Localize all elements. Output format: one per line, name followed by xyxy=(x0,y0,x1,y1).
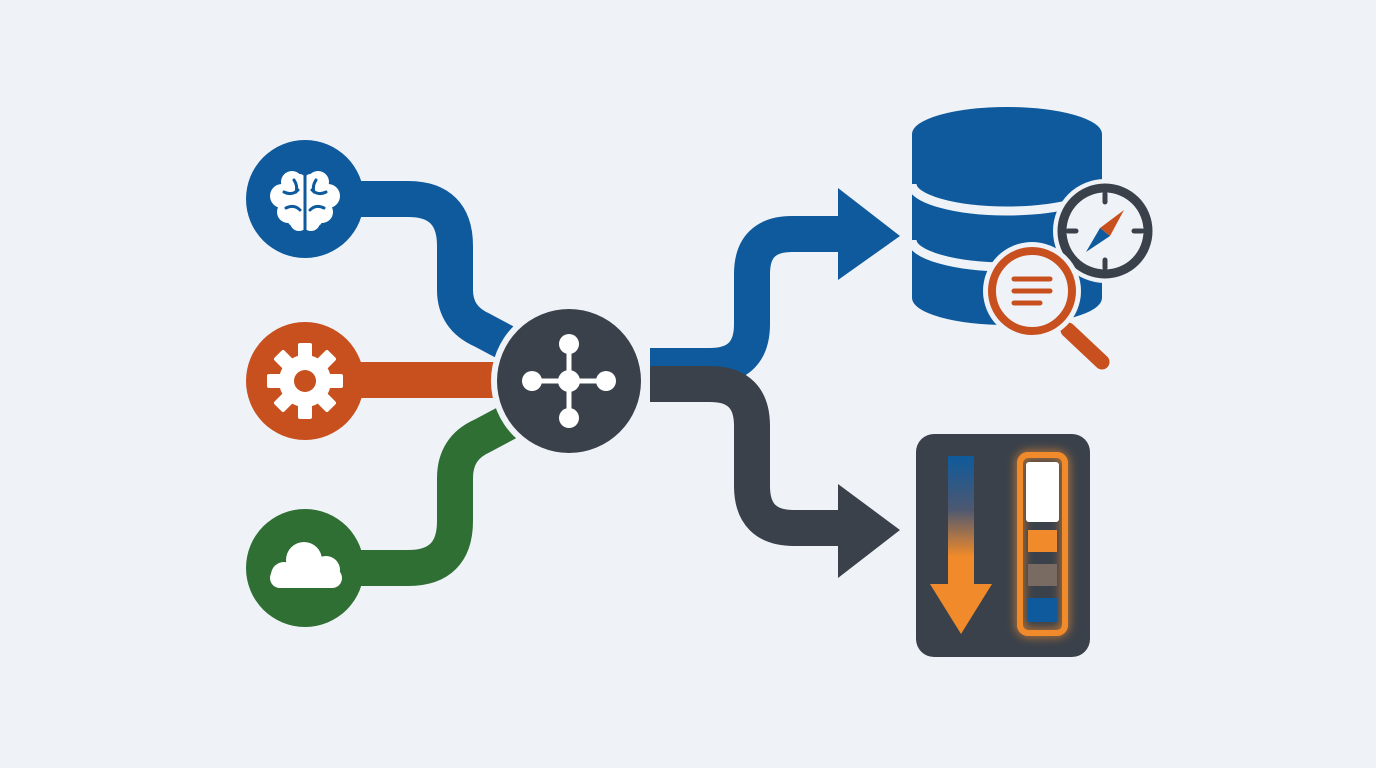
input-node-ai xyxy=(246,140,364,258)
gear-icon xyxy=(267,343,343,419)
level-gauge-icon xyxy=(1017,452,1068,636)
down-arrow-icon xyxy=(930,456,992,634)
cloud-icon xyxy=(270,542,342,588)
compass-icon xyxy=(1053,179,1157,283)
connector-ai-to-hub xyxy=(355,181,521,362)
brain-icon xyxy=(270,171,340,234)
connector-hub-to-database xyxy=(650,216,848,384)
arrowhead-to-panel xyxy=(838,484,900,578)
arrowhead-to-database xyxy=(838,188,900,280)
hub-node xyxy=(491,303,647,459)
output-node-level-panel xyxy=(916,434,1090,657)
input-node-processing xyxy=(246,322,364,440)
network-hub-icon xyxy=(522,334,616,428)
output-node-database xyxy=(907,107,1157,370)
input-node-cloud xyxy=(246,509,364,627)
magnifier-icon xyxy=(983,242,1110,370)
connector-cloud-to-hub xyxy=(352,404,521,586)
connectors xyxy=(350,181,848,586)
connector-hub-to-panel xyxy=(650,366,848,546)
